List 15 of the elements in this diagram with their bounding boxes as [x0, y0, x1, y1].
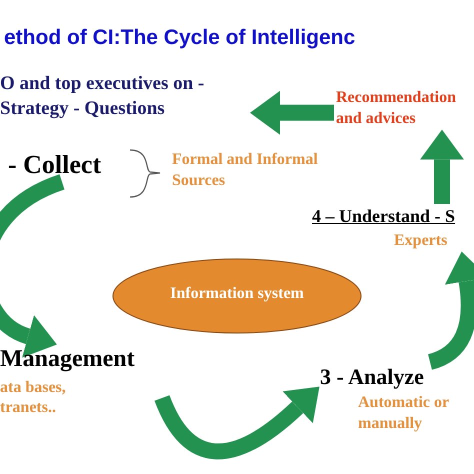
note-text: Formal and Informal Sources: [172, 150, 319, 191]
note-text: Experts: [394, 230, 448, 251]
title: ethod of CI:The Cycle of Intelligenc: [4, 26, 356, 50]
note-text: ata bases, tranets..: [0, 378, 67, 418]
block-arrow: [0, 174, 66, 357]
block-arrow: [250, 90, 334, 135]
note-text: Automatic or manually: [358, 393, 450, 434]
step-label: - Collect: [8, 150, 102, 180]
step-label: Recommendation and advices: [336, 88, 457, 129]
step-label: Management: [0, 346, 136, 374]
block-arrow: [420, 130, 464, 204]
node-label: Information system: [169, 285, 305, 303]
step-label: O and top executives on - Strategy - Questions: [0, 72, 206, 121]
step-label: 3 - Analyze: [320, 364, 425, 390]
step-label: 4 – Understand - S: [312, 206, 456, 227]
